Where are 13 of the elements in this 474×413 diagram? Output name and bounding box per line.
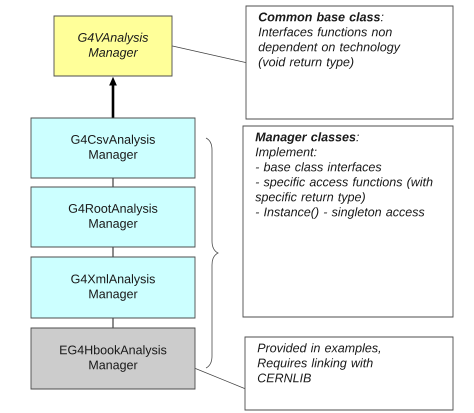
class-box: G4CsvAnalysis Manager <box>30 118 196 178</box>
class-box: EG4HbookAnalysis Manager <box>30 328 196 390</box>
leader-line <box>172 46 246 63</box>
class-box: G4VAnalysis Manager <box>54 16 172 76</box>
class-box: G4RootAnalysis Manager <box>30 186 196 248</box>
class-box: G4XmlAnalysis Manager <box>30 256 196 318</box>
connector-line <box>112 178 114 187</box>
connector-line <box>112 318 114 328</box>
connector-line <box>112 247 114 257</box>
note-box: Common base class: Interfaces functions non dependent on technology (void return type) <box>246 6 454 120</box>
leader-line <box>195 368 245 389</box>
note-box: Manager classes: Implement: - base class interfaces - specific access functions (with specific return type) - Instance() - singleton access <box>242 126 454 318</box>
note-box: Provided in examples, Requires linking with CERNLIB <box>244 336 454 410</box>
